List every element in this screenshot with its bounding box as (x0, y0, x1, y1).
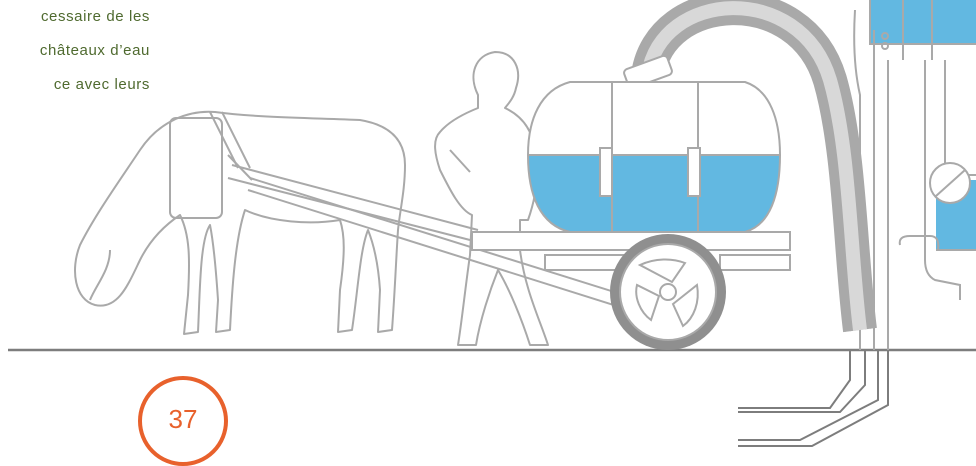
cart-wheel (610, 234, 726, 350)
man (435, 52, 548, 345)
tower-tank-water (870, 0, 976, 44)
tank-strap-right (688, 148, 700, 196)
tank-strap-left (600, 148, 612, 196)
page-number: 37 (169, 404, 198, 435)
page-number-badge: 37 (138, 376, 228, 466)
water-delivery-illustration (0, 0, 976, 452)
horse-harness (170, 118, 222, 218)
water-tank (528, 82, 780, 232)
